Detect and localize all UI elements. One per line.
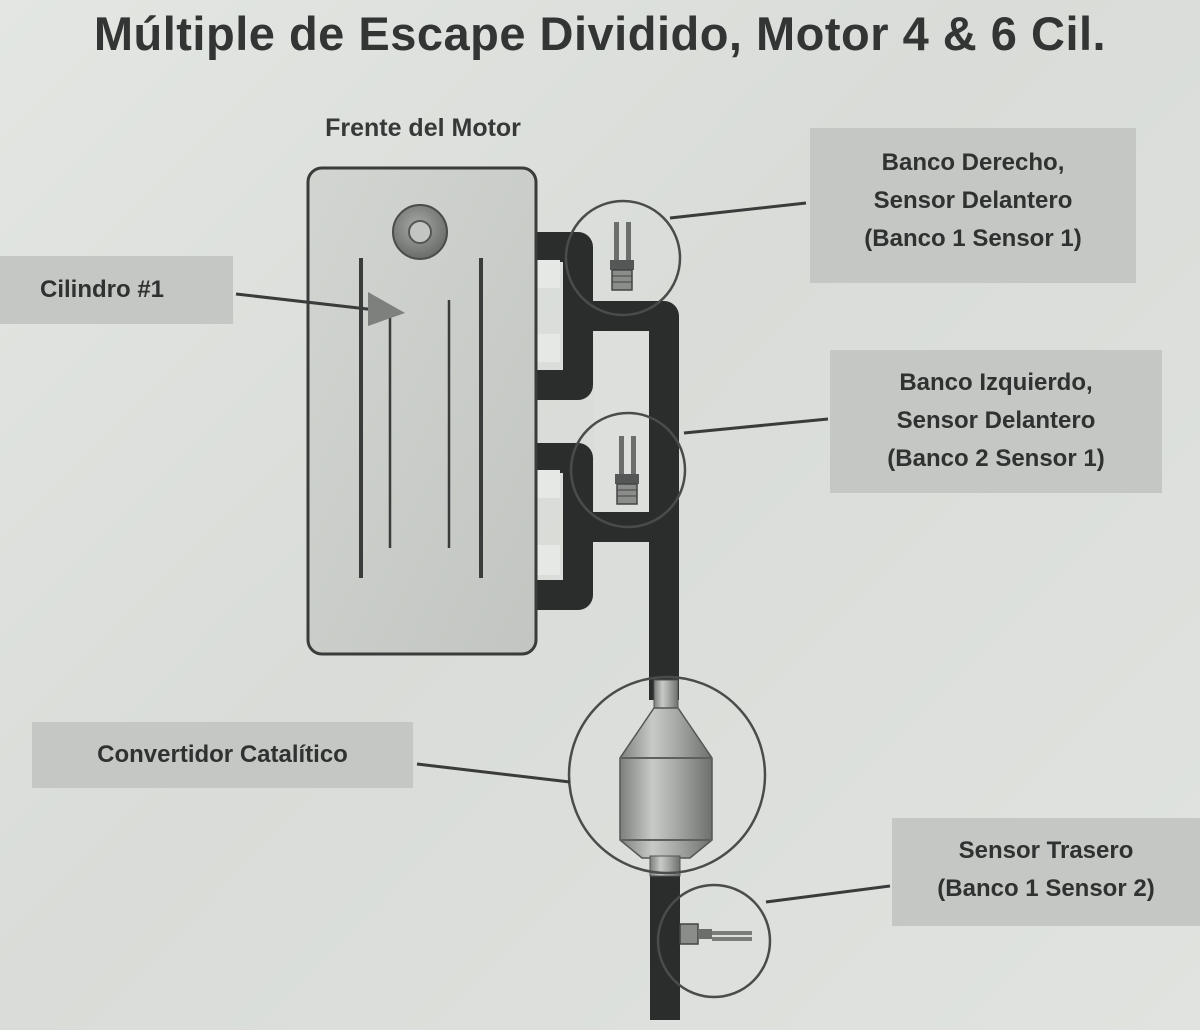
oxygen-sensor-icon <box>610 222 634 291</box>
bank1-label-line2: Sensor Delantero <box>873 187 1073 214</box>
page-title: Múltiple de Escape Dividido, Motor 4 & 6… <box>93 7 1107 60</box>
bank1-label-line1: Banco Derecho, <box>881 149 1065 176</box>
exhaust-ports <box>534 260 560 575</box>
bank1-front-sensor-label: Banco Derecho, Sensor Delantero (Banco 1… <box>810 128 1136 283</box>
rear-sensor <box>656 883 891 999</box>
oxygen-sensor-icon <box>615 436 639 505</box>
rear-label-line1: Sensor Trasero <box>958 837 1134 864</box>
engine-front-label: Frente del Motor <box>325 114 521 142</box>
engine-block <box>306 166 538 656</box>
bank2-label-line2: Sensor Delantero <box>896 407 1096 434</box>
bank1-label-line3: (Banco 1 Sensor 1) <box>864 225 1082 252</box>
bank1-front-sensor <box>564 199 807 317</box>
cylinder-label-text: Cilindro #1 <box>40 276 165 303</box>
catalytic-converter-label: Convertidor Catalítico <box>32 722 413 788</box>
rear-sensor-label: Sensor Trasero (Banco 1 Sensor 2) <box>892 818 1200 926</box>
bank2-front-sensor <box>569 411 829 529</box>
bank2-label-line1: Banco Izquierdo, <box>899 369 1093 396</box>
bank2-label-line3: (Banco 2 Sensor 1) <box>887 445 1105 472</box>
oxygen-sensor-icon <box>679 923 752 945</box>
catalytic-converter <box>416 675 767 1020</box>
rear-label-line2: (Banco 1 Sensor 2) <box>937 875 1155 902</box>
bank2-front-sensor-label: Banco Izquierdo, Sensor Delantero (Banco… <box>830 350 1162 493</box>
cylinder-pointer <box>235 292 405 326</box>
cylinder-label: Cilindro #1 <box>0 256 233 324</box>
catalytic-label-text: Convertidor Catalítico <box>97 741 348 768</box>
